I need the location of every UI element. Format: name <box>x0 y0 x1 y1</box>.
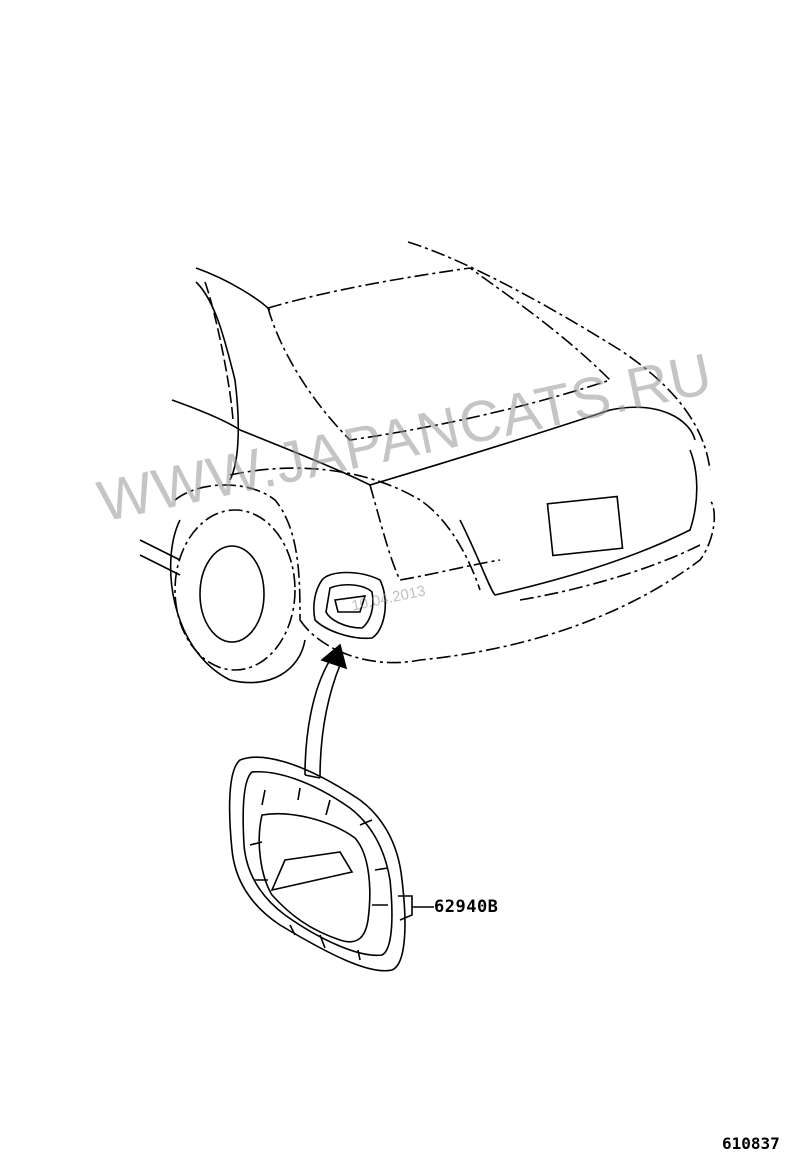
fuel-lid-opening <box>313 571 387 640</box>
fuel-filler-housing-part <box>228 756 434 972</box>
car-rear-outline <box>139 241 716 684</box>
arrow <box>304 643 348 779</box>
figure-number: 610837 <box>722 1134 780 1153</box>
part-number-callout[interactable]: 62940B <box>434 897 499 917</box>
